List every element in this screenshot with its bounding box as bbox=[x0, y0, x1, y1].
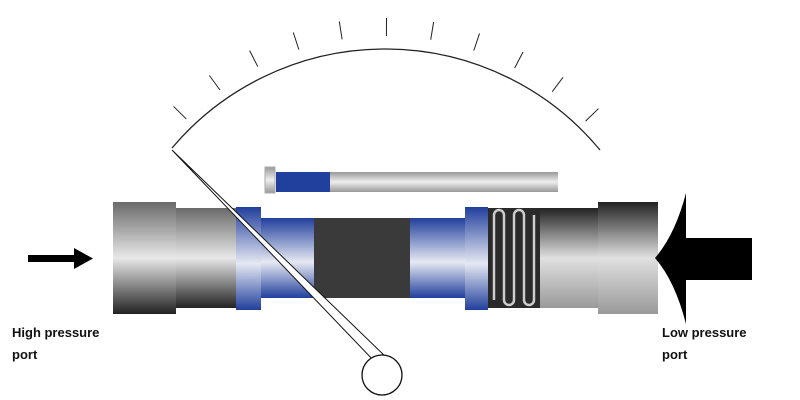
gauge-needle bbox=[171, 149, 403, 396]
high-pressure-arrow-icon bbox=[28, 248, 93, 269]
gauge-tick bbox=[292, 32, 300, 50]
gauge-scale bbox=[171, 18, 601, 151]
gauge-tick bbox=[208, 75, 221, 91]
low-pressure-cap bbox=[598, 202, 658, 314]
gauge-tick bbox=[551, 76, 564, 92]
indicator-rod bbox=[264, 166, 558, 194]
gauge-tick bbox=[514, 51, 524, 69]
gauge-body bbox=[113, 202, 658, 314]
low-pressure-label: Low pressure port bbox=[662, 325, 747, 362]
low-pressure-arrow-icon bbox=[655, 193, 752, 324]
gauge-tick bbox=[338, 21, 343, 40]
right-blue-ring bbox=[465, 207, 488, 310]
gauge-tick bbox=[249, 50, 259, 67]
gauge-tick bbox=[430, 21, 435, 40]
high-pressure-cap bbox=[113, 202, 176, 314]
spring-icon bbox=[492, 208, 536, 307]
rod-blue-segment bbox=[276, 172, 330, 192]
gauge-ticks bbox=[173, 18, 599, 122]
gauge-tick bbox=[585, 108, 599, 122]
gauge-tick bbox=[473, 33, 481, 51]
gauge-tick bbox=[173, 106, 187, 120]
left-blue-ring bbox=[236, 207, 261, 310]
gauge-arc bbox=[171, 48, 601, 151]
magnet-center bbox=[314, 218, 410, 298]
needle-pivot bbox=[361, 354, 403, 396]
high-pressure-label: High pressure port bbox=[12, 325, 100, 362]
